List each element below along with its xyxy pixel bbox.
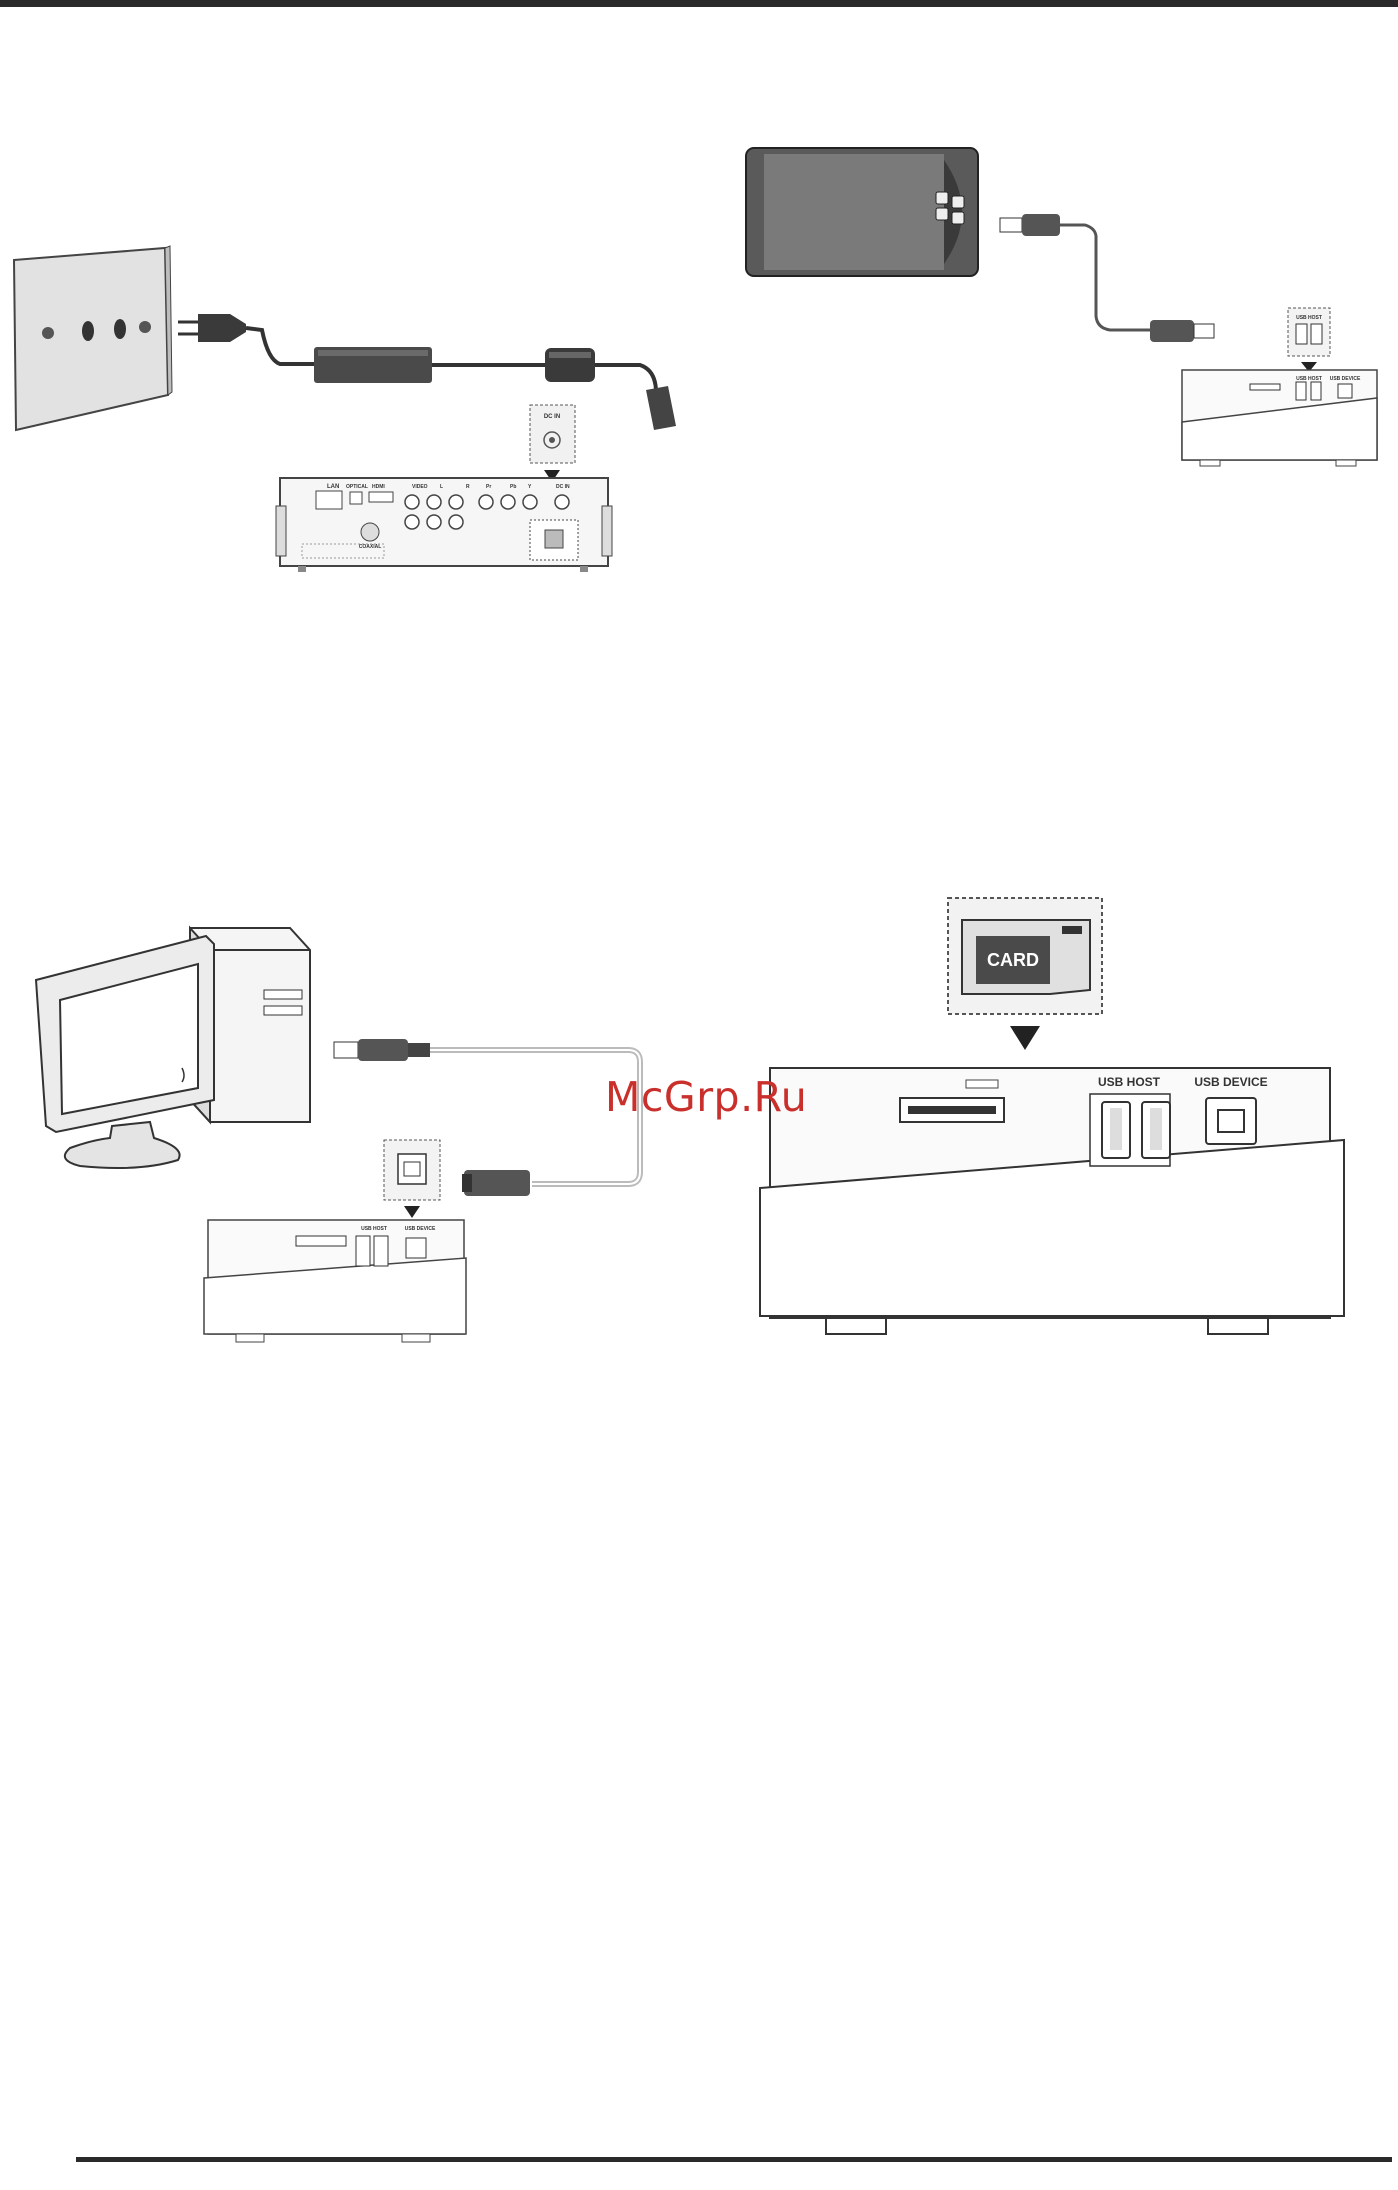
external-hdd-icon (746, 148, 978, 276)
dc-in-callout: DC IN (530, 405, 575, 482)
usb-a-plug-icon (1000, 214, 1060, 236)
usb-host-callout: USB HOST (1288, 308, 1330, 372)
power-plug-icon (178, 314, 246, 342)
usb-hdd-connection-figure: USB HOST USB HOST USB DEVICE (740, 140, 1390, 480)
usb-device-label-medium: USB DEVICE (405, 1226, 436, 1232)
wall-outlet (14, 246, 172, 430)
top-rule (0, 0, 1398, 7)
card-insertion-figure: CARD USB HOST USB DEVICE (740, 890, 1360, 1350)
dc-plug-icon (646, 386, 676, 430)
usb-host-label-medium: USB HOST (361, 1226, 387, 1232)
lan-label: LAN (327, 484, 339, 490)
pr-label: Pr (486, 484, 491, 490)
pc-connection-figure: USB HOST USB DEVICE (0, 900, 700, 1360)
coaxial-label: COAXIAL (359, 544, 382, 550)
watermark: McGrp.Ru (605, 1073, 807, 1121)
usb-cable (1060, 225, 1150, 330)
usb-a-plug-icon-2 (1150, 320, 1214, 342)
usb-host-label: USB HOST (1098, 1075, 1161, 1089)
down-arrow-icon (1010, 1026, 1040, 1050)
usb-device-callout (384, 1140, 440, 1218)
dc-in-label: DC IN (556, 484, 570, 490)
usb-device-label-small: USB DEVICE (1330, 376, 1361, 382)
card-label: CARD (987, 950, 1039, 970)
usb-b-plug-icon (462, 1170, 530, 1196)
optical-label: OPTICAL (346, 484, 368, 490)
card-callout: CARD (948, 898, 1102, 1050)
usb-device-label: USB DEVICE (1194, 1075, 1267, 1089)
audio-r-label: R (466, 484, 470, 490)
media-player-front-panel-medium: USB HOST USB DEVICE (204, 1220, 466, 1342)
ferrite-core-icon (545, 348, 595, 382)
power-connection-figure: DC IN LAN OPTICAL HDMI VIDEO L R Pr Pb Y… (0, 230, 700, 610)
media-player-rear-panel: LAN OPTICAL HDMI VIDEO L R Pr Pb Y DC IN… (276, 478, 612, 572)
hdmi-label: HDMI (372, 484, 385, 490)
usb-a-plug-icon (334, 1039, 430, 1061)
dc-in-callout-label: DC IN (544, 414, 560, 420)
power-cable (246, 328, 314, 364)
down-arrow-icon (404, 1206, 420, 1218)
usb-host-label-small: USB HOST (1296, 376, 1322, 382)
desktop-computer-icon (36, 928, 310, 1168)
pb-label: Pb (510, 484, 516, 490)
bottom-rule (76, 2157, 1392, 2162)
ac-adapter-icon (314, 347, 432, 383)
video-label: VIDEO (412, 484, 428, 490)
media-player-front-panel-large: USB HOST USB DEVICE (760, 1068, 1344, 1334)
usb-host-callout-label: USB HOST (1296, 315, 1322, 321)
audio-l-label: L (440, 484, 443, 490)
media-player-front-panel-small: USB HOST USB DEVICE (1182, 370, 1377, 466)
